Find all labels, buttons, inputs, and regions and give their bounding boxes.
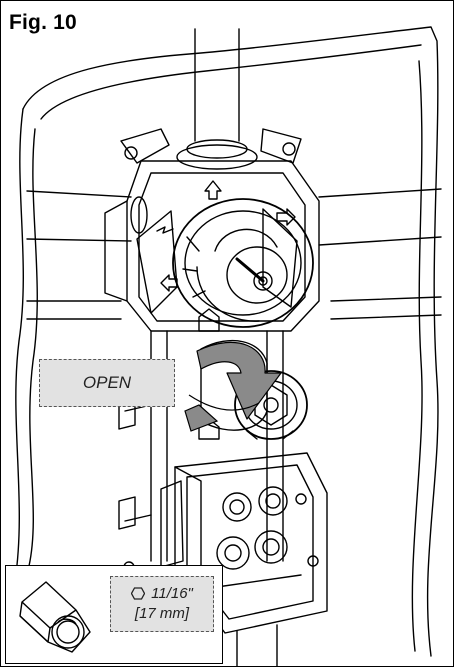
- wrench-size-label: 11/16" [17 mm]: [110, 576, 214, 632]
- pipe-vertical-bottom: [236, 624, 278, 666]
- valve-body-top: [126, 160, 320, 332]
- cartridge-cap: [172, 198, 314, 328]
- pipe-horizontal-left: [26, 190, 132, 242]
- tool-size-inset: 11/16" [17 mm]: [5, 565, 223, 664]
- pipe-vertical-top: [194, 28, 240, 142]
- open-label: OPEN: [82, 373, 132, 392]
- shutoff-stop-knob: [234, 370, 308, 440]
- open-callout: OPEN: [39, 359, 175, 407]
- hexagon-icon: [131, 587, 146, 600]
- size-metric: [17 mm]: [134, 605, 190, 622]
- wall-left-edge: [14, 108, 24, 582]
- hex-nut-icon: [19, 581, 91, 653]
- mounting-bracket: [120, 128, 170, 164]
- size-imperial: 11/16": [151, 585, 193, 602]
- wall-outline: [22, 26, 439, 657]
- pipe-horizontal-right: [318, 188, 442, 246]
- figure-number: Fig. 10: [9, 11, 77, 34]
- open-rotation-arrow: [196, 341, 282, 420]
